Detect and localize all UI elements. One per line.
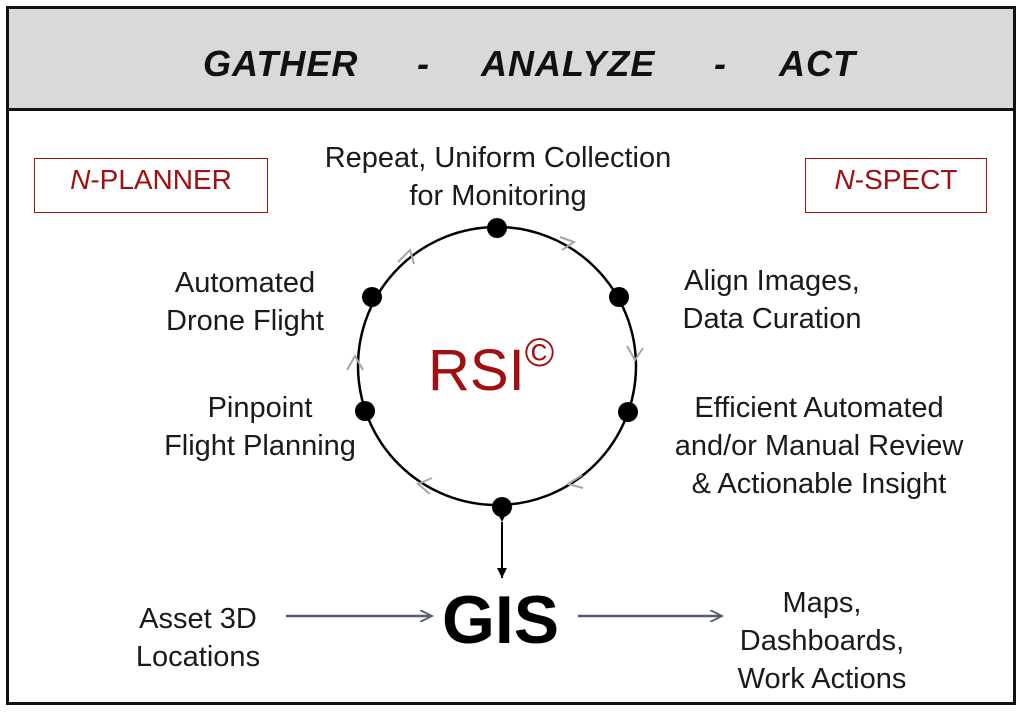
gis-input-label: Asset 3D Locations: [110, 600, 286, 676]
step-lower-right-line-2: and/or Manual Review: [674, 430, 964, 462]
step-label-upper-left: Automated Drone Flight: [133, 264, 357, 340]
n-spect-suffix: -SPECT: [854, 164, 958, 195]
header-word-act: ACT: [779, 43, 856, 84]
step-upper-left-line-1: Automated: [174, 267, 316, 299]
gis-input-line-1: Asset 3D: [139, 603, 257, 635]
gis-output-line-3: Work Actions: [737, 663, 907, 695]
step-top-line-1: Repeat, Uniform Collection: [324, 142, 672, 174]
gis-output-line-1: Maps,: [782, 587, 862, 619]
node-lower-left: [355, 401, 375, 421]
gis-output-label: Maps, Dashboards, Work Actions: [710, 584, 934, 698]
step-top-line-2: for Monitoring: [409, 180, 587, 212]
header-dash-2: -: [714, 43, 727, 84]
gis-output-line-2: Dashboards,: [739, 625, 905, 657]
step-lower-right-line-3: & Actionable Insight: [691, 468, 947, 500]
step-upper-right-line-2: Data Curation: [682, 303, 862, 335]
gis-label: GIS: [442, 582, 560, 658]
node-lower-right: [618, 402, 638, 422]
n-planner-prefix: N: [70, 164, 91, 195]
step-upper-left-line-2: Drone Flight: [166, 305, 324, 337]
node-top: [487, 218, 507, 238]
step-lower-right-line-1: Efficient Automated: [694, 392, 944, 424]
diagram-frame: [6, 6, 1016, 705]
header-word-analyze: ANALYZE: [481, 43, 656, 84]
node-upper-right: [609, 287, 629, 307]
n-spect-badge: N-SPECT: [805, 158, 987, 213]
rsi-main: RSI: [428, 338, 525, 403]
header-word-gather: GATHER: [203, 43, 359, 84]
step-lower-left-line-2: Flight Planning: [164, 430, 356, 462]
step-label-lower-right: Efficient Automated and/or Manual Review…: [641, 389, 997, 503]
step-upper-right-line-1: Align Images,: [684, 265, 860, 297]
step-lower-left-line-1: Pinpoint: [207, 392, 313, 424]
n-spect-prefix: N: [834, 164, 855, 195]
n-planner-badge: N-PLANNER: [34, 158, 268, 213]
step-label-lower-left: Pinpoint Flight Planning: [138, 389, 382, 465]
step-label-upper-right: Align Images, Data Curation: [648, 262, 896, 338]
node-upper-left: [362, 287, 382, 307]
rsi-copyright: ©: [524, 331, 555, 375]
rsi-title: RSI©: [428, 331, 554, 404]
cycle-nodes: [355, 218, 638, 517]
step-label-top: Repeat, Uniform Collection for Monitorin…: [278, 139, 718, 215]
header-dash-1: -: [417, 43, 430, 84]
gis-input-line-2: Locations: [135, 641, 261, 673]
header-bar: GATHER - ANALYZE - ACT: [9, 9, 1013, 111]
node-bottom: [492, 497, 512, 517]
n-planner-suffix: -PLANNER: [90, 164, 232, 195]
cycle-direction-arrows: [346, 236, 644, 495]
